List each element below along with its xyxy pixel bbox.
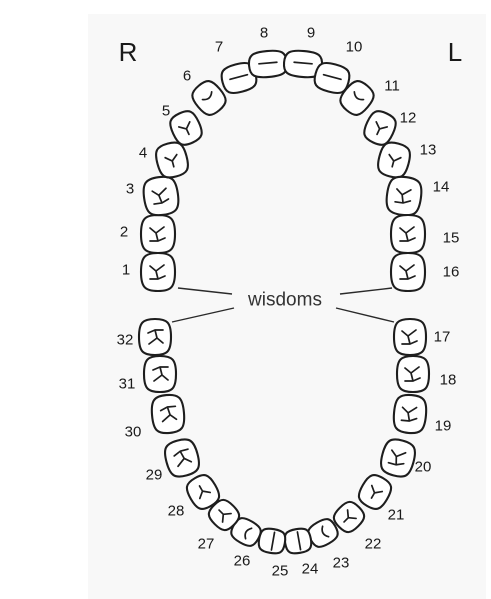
upper-tooth-2 <box>141 215 175 253</box>
tooth-number-15: 15 <box>443 231 460 246</box>
tooth-number-18: 18 <box>440 373 457 388</box>
tooth-outline <box>283 527 313 555</box>
tooth-number-5: 5 <box>162 104 170 119</box>
tooth-number-14: 14 <box>433 180 450 195</box>
lower-tooth-30 <box>150 394 185 435</box>
upper-tooth-15 <box>391 215 425 253</box>
tooth-number-9: 9 <box>307 26 315 41</box>
tooth-outline <box>248 49 288 78</box>
wisdom-leader-line <box>178 288 232 294</box>
tooth-number-22: 22 <box>365 537 382 552</box>
tooth-number-16: 16 <box>443 265 460 280</box>
tooth-outline <box>162 436 202 479</box>
tooth-number-13: 13 <box>420 143 437 158</box>
tooth-number-10: 10 <box>346 40 363 55</box>
tooth-outline <box>139 319 171 355</box>
tooth-number-1: 1 <box>122 263 130 278</box>
tooth-number-26: 26 <box>234 554 251 569</box>
lower-tooth-29 <box>162 436 202 479</box>
tooth-number-27: 27 <box>198 537 215 552</box>
tooth-number-24: 24 <box>302 562 319 577</box>
tooth-number-11: 11 <box>384 79 400 94</box>
tooth-number-32: 32 <box>117 333 134 348</box>
tooth-outline <box>394 319 426 355</box>
tooth-outline <box>142 175 181 217</box>
tooth-number-28: 28 <box>168 504 185 519</box>
lower-tooth-20 <box>378 436 418 479</box>
lower-tooth-19 <box>392 394 427 435</box>
upper-tooth-8 <box>248 49 288 78</box>
tooth-outline <box>378 436 418 479</box>
tooth-number-2: 2 <box>120 225 128 240</box>
upper-tooth-16 <box>391 253 425 291</box>
tooth-number-31: 31 <box>119 377 136 392</box>
tooth-number-20: 20 <box>415 460 432 475</box>
tooth-outline <box>144 356 176 392</box>
tooth-outline <box>141 253 175 291</box>
tooth-number-23: 23 <box>333 556 350 571</box>
lower-tooth-24 <box>283 527 313 555</box>
tooth-outline <box>141 215 175 253</box>
upper-tooth-1 <box>141 253 175 291</box>
tooth-number-8: 8 <box>260 26 268 41</box>
tooth-number-25: 25 <box>272 564 289 579</box>
wisdom-leader-line <box>340 288 392 294</box>
tooth-number-12: 12 <box>400 111 417 126</box>
tooth-outline <box>150 394 185 435</box>
wisdoms-label: wisdoms <box>248 291 322 310</box>
tooth-outline <box>397 356 429 392</box>
lower-tooth-32 <box>139 319 171 355</box>
tooth-number-7: 7 <box>215 40 223 55</box>
wisdom-leader-line <box>336 308 394 322</box>
tooth-number-4: 4 <box>139 146 147 161</box>
lower-tooth-31 <box>144 356 176 392</box>
wisdom-leader-line <box>172 308 234 322</box>
upper-tooth-3 <box>142 175 181 217</box>
lower-tooth-18 <box>397 356 429 392</box>
tooth-outline <box>391 253 425 291</box>
tooth-number-6: 6 <box>183 69 191 84</box>
tooth-outline <box>392 394 427 435</box>
tooth-number-17: 17 <box>434 330 451 345</box>
tooth-number-19: 19 <box>435 419 452 434</box>
tooth-number-30: 30 <box>125 425 142 440</box>
tooth-number-3: 3 <box>126 182 134 197</box>
tooth-number-29: 29 <box>146 468 163 483</box>
left-side-label: L <box>448 39 462 65</box>
upper-tooth-14 <box>385 175 424 217</box>
right-side-label: R <box>119 39 138 65</box>
tooth-outline <box>385 175 424 217</box>
tooth-outline <box>391 215 425 253</box>
tooth-number-21: 21 <box>388 508 405 523</box>
lower-tooth-17 <box>394 319 426 355</box>
